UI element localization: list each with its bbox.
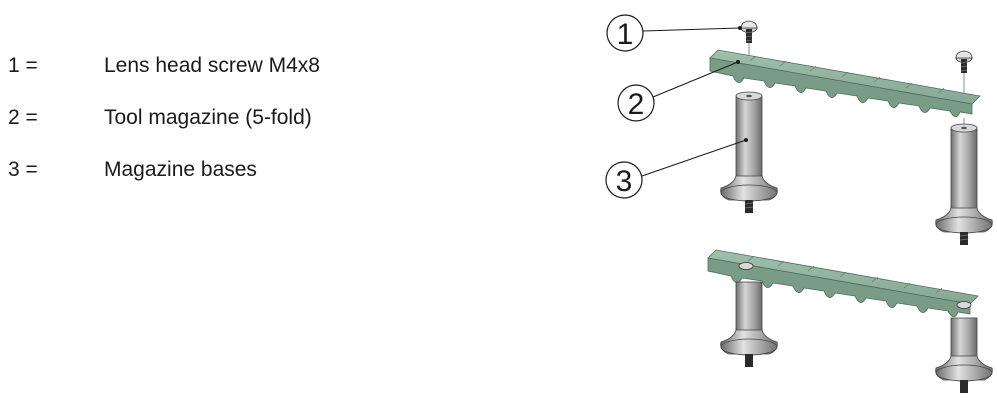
legend-item-1: 1 = Lens head screw M4x8 xyxy=(8,40,320,92)
legend-label: Magazine bases xyxy=(104,158,257,181)
legend-number: 3 = xyxy=(8,158,38,181)
magazine-base-right xyxy=(935,123,993,246)
legend-item-3: 3 = Magazine bases xyxy=(8,144,320,196)
callout-1-number: 1 xyxy=(617,18,634,51)
assembled-base-left xyxy=(720,281,778,367)
callout-2-number: 2 xyxy=(628,88,645,121)
magazine-base-left xyxy=(720,91,778,214)
parts-legend: 1 = Lens head screw M4x8 2 = Tool magazi… xyxy=(8,40,320,196)
assembly-diagram: 1 2 3 xyxy=(605,14,993,393)
legend-number: 2 = xyxy=(8,106,38,129)
assembled-base-right xyxy=(935,317,993,393)
callout-3-number: 3 xyxy=(616,165,633,198)
callout-3: 3 xyxy=(605,138,748,199)
callout-1: 1 xyxy=(606,14,742,52)
legend-number: 1 = xyxy=(8,54,38,77)
legend-label: Tool magazine (5-fold) xyxy=(104,106,312,129)
screw-right xyxy=(955,50,973,74)
assembled-screw-right xyxy=(956,301,972,309)
legend-label: Lens head screw M4x8 xyxy=(104,54,320,77)
screw-left xyxy=(740,20,758,44)
legend-item-2: 2 = Tool magazine (5-fold) xyxy=(8,92,320,144)
callout-2: 2 xyxy=(617,60,740,122)
assembled-screw-left xyxy=(738,262,754,270)
